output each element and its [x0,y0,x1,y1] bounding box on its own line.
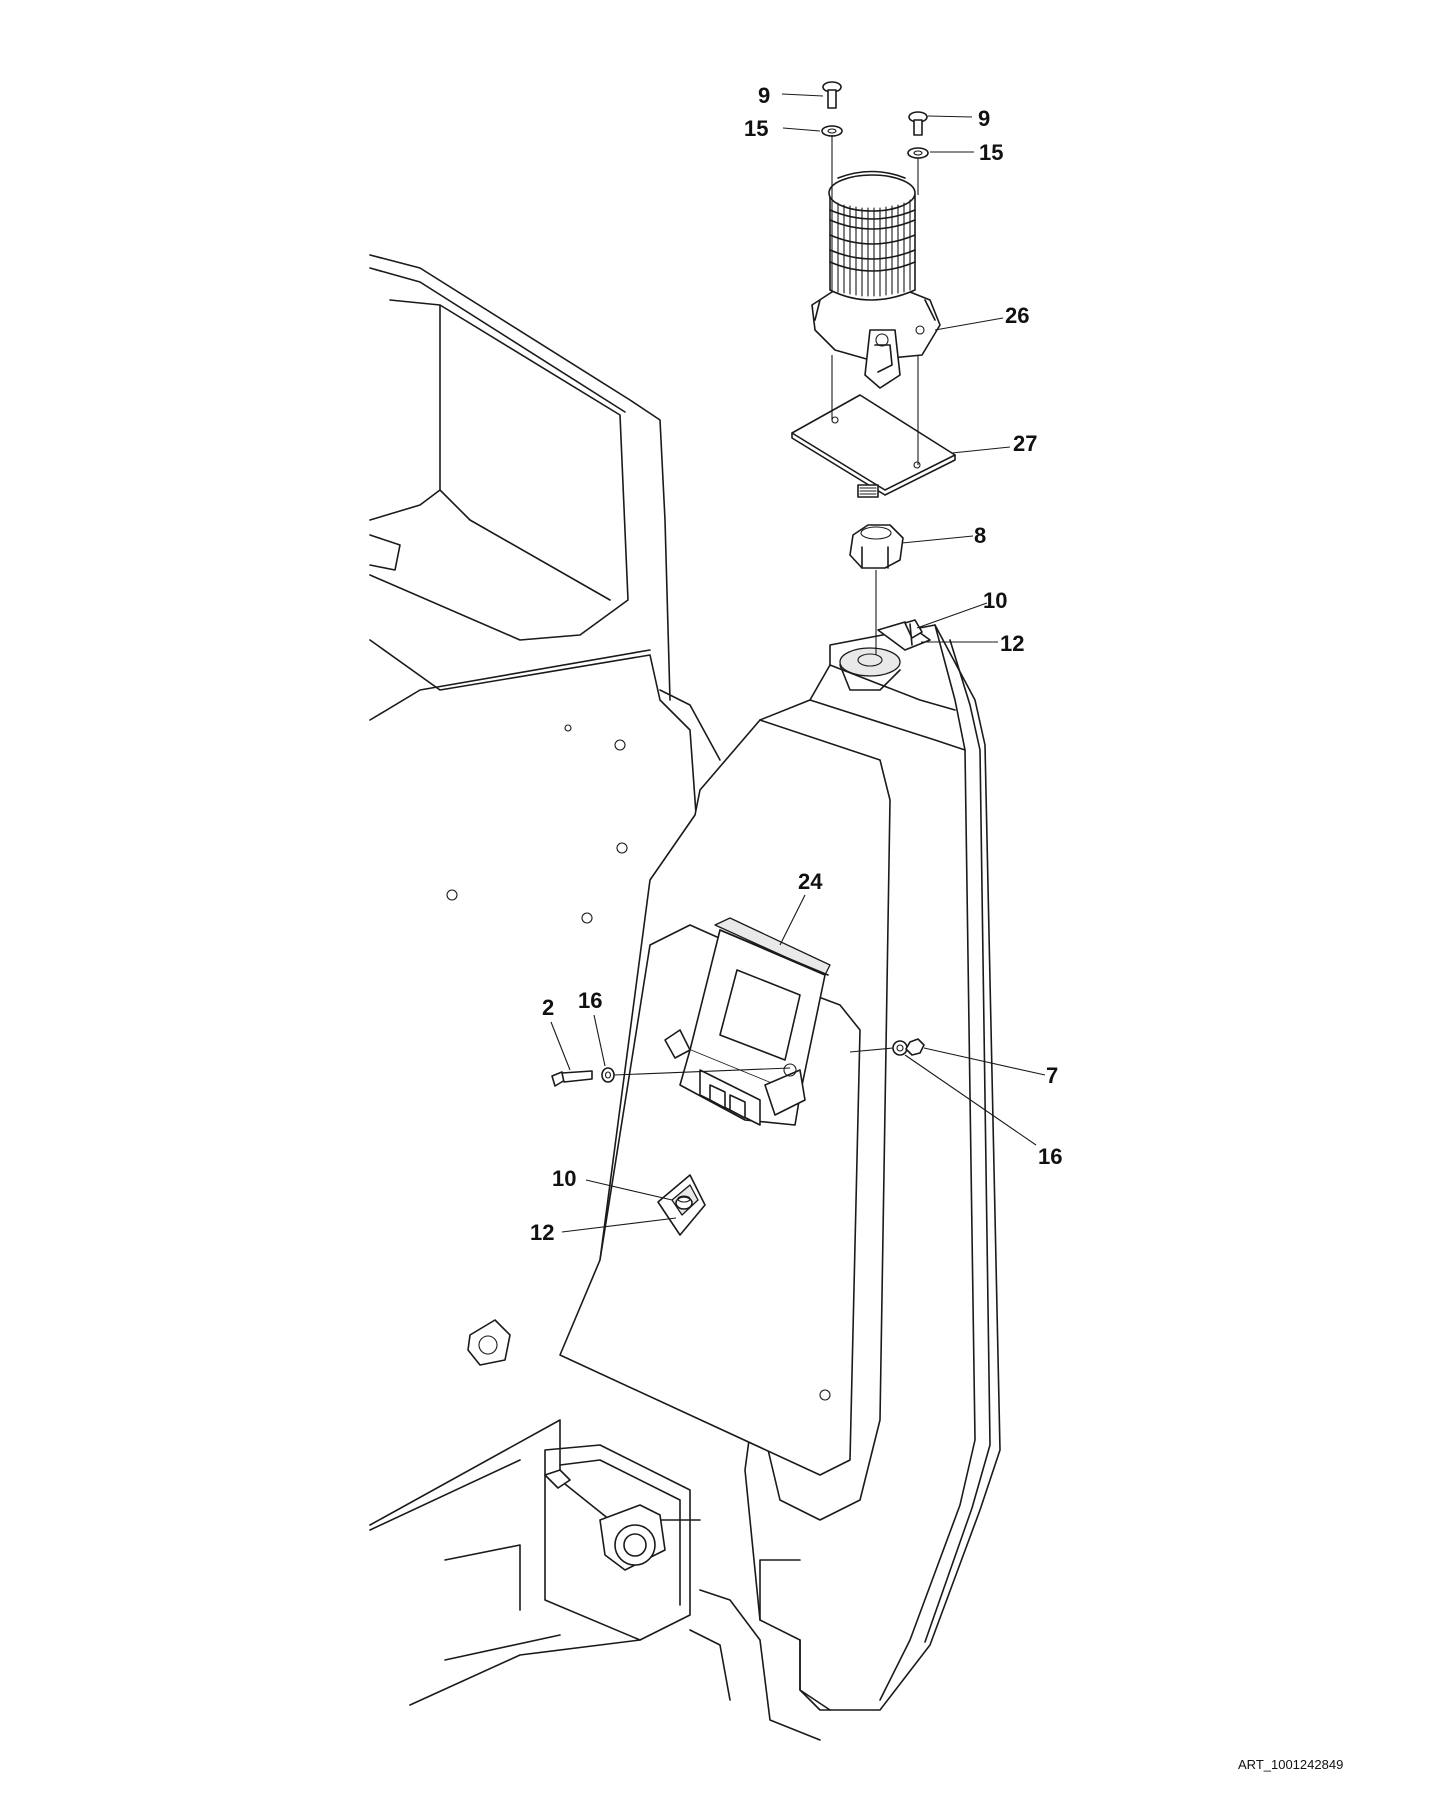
nut [849,524,904,569]
callout-9-right: 9 [978,106,990,131]
control-module [664,917,831,1126]
callout-15-left: 15 [744,116,768,141]
callout-16-left: 16 [578,988,602,1013]
assembly-lines [613,135,919,1076]
clip-upper [877,619,931,651]
callout-7: 7 [1046,1063,1058,1088]
callout-24: 24 [798,869,823,894]
callout-8: 8 [974,523,986,548]
art-id: ART_1001242849 [1238,1757,1343,1772]
callout-leaders [550,93,1046,1233]
clip-lower [657,1174,706,1236]
callout-10-upper: 10 [983,588,1007,613]
callout-15-right: 15 [979,140,1003,165]
callout-26: 26 [1005,303,1029,328]
base-plate [791,394,956,498]
module-fasteners [551,1038,925,1087]
beacon-light [811,170,941,389]
callout-9-left: 9 [758,83,770,108]
callout-16-right: 16 [1038,1144,1062,1169]
callout-12-upper: 12 [1000,631,1024,656]
callout-12-lower: 12 [530,1220,554,1245]
screws-washers-top [821,81,929,159]
callout-10-lower: 10 [552,1166,576,1191]
callout-2: 2 [542,995,554,1020]
callout-27: 27 [1013,431,1037,456]
callout-labels: 9 15 9 15 26 27 8 10 12 24 2 16 7 16 10 … [530,83,1062,1245]
